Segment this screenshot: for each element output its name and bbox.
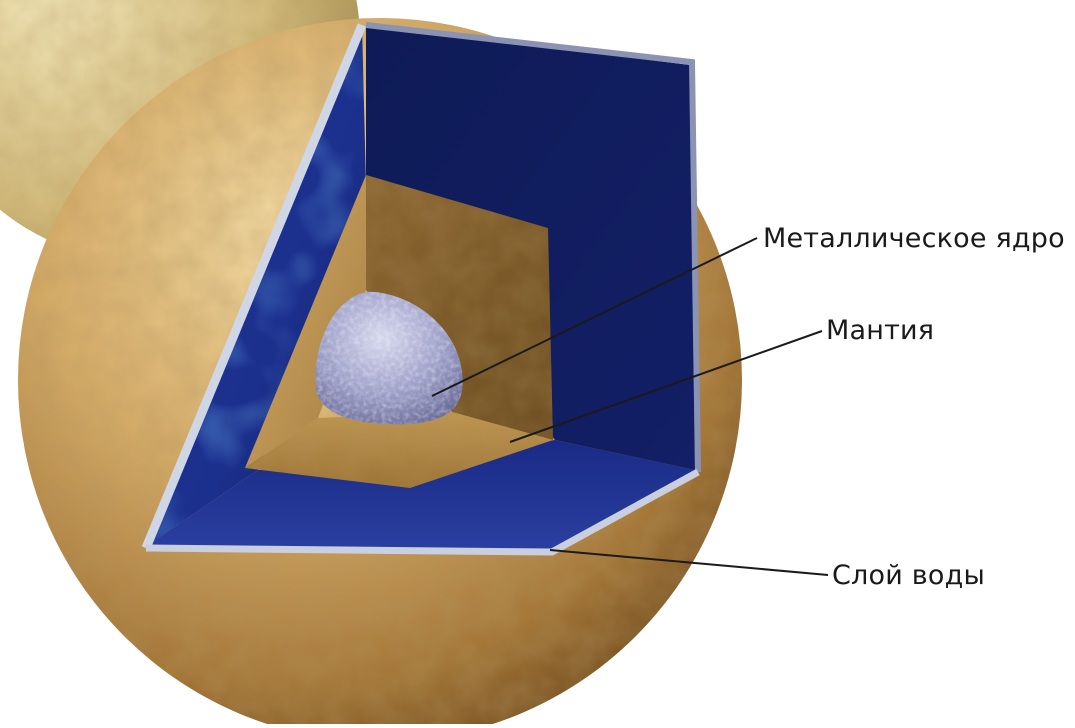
label-water-layer: Слой воды (832, 562, 985, 589)
label-mantle: Мантия (826, 317, 934, 344)
label-metallic-core: Металлическое ядро (763, 225, 1065, 252)
